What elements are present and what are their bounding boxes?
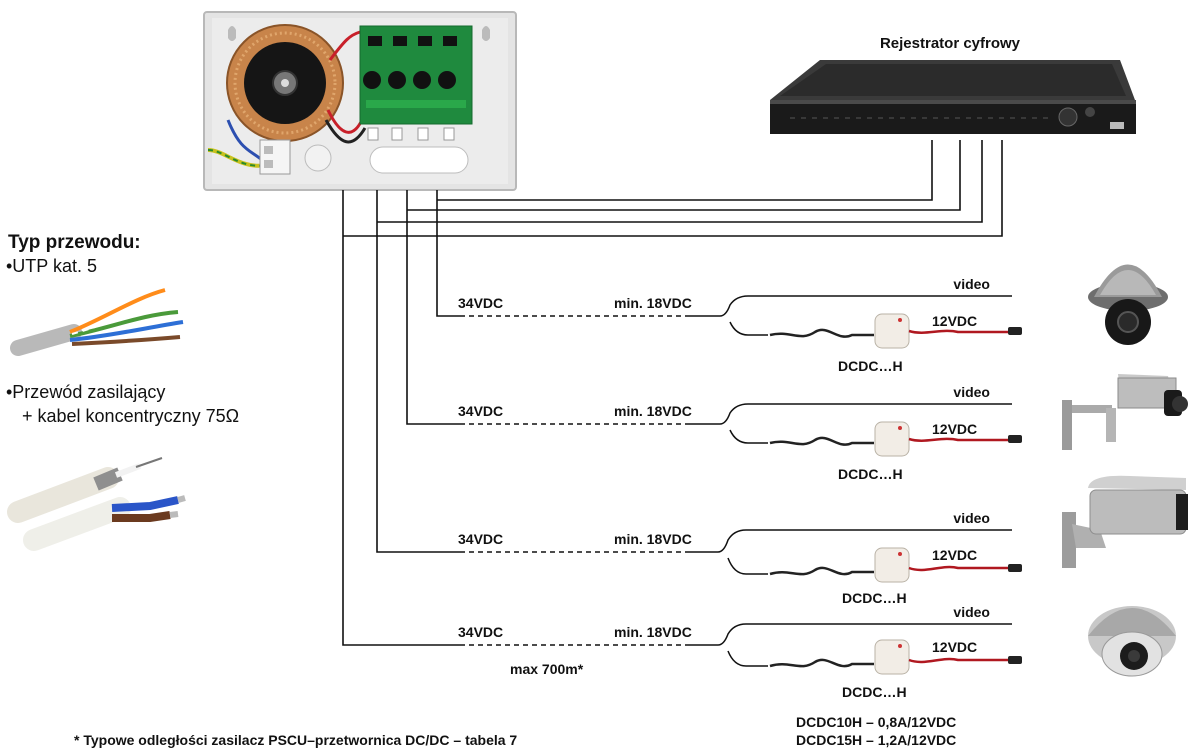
dcdc-converter-icon bbox=[769, 547, 1022, 583]
cable-type-utp: •UTP kat. 5 bbox=[6, 256, 97, 276]
voltage-min-label: min. 18VDC bbox=[614, 403, 692, 419]
channel-4: 34VDC min. 18VDC video 12VDC DCDC…H bbox=[458, 604, 1176, 700]
cable-type-coax: + kabel koncentryczny 75Ω bbox=[22, 406, 239, 426]
video-label: video bbox=[953, 604, 990, 620]
model-dcdc15h: DCDC15H – 1,2A/12VDC bbox=[796, 732, 956, 748]
dome-camera-icon bbox=[1088, 264, 1168, 345]
dcdc-converter-icon bbox=[769, 313, 1022, 349]
cable-heading: Typ przewodu: bbox=[8, 232, 141, 253]
converter-label: DCDC…H bbox=[842, 684, 907, 700]
dcdc-converter-icon bbox=[769, 639, 1022, 675]
pcb-board bbox=[359, 25, 473, 125]
voltage-min-label: min. 18VDC bbox=[614, 295, 692, 311]
voltage-in-label: 34VDC bbox=[458, 624, 503, 640]
converter-label: DCDC…H bbox=[842, 590, 907, 606]
cable-types: Typ przewodu: •UTP kat. 5 •Przewód zasil… bbox=[6, 232, 239, 551]
digital-recorder: Rejestrator cyfrowy bbox=[770, 35, 1136, 134]
video-label: video bbox=[953, 276, 990, 292]
cable-routing bbox=[342, 140, 1003, 646]
distance-label: max 700m* bbox=[510, 661, 584, 677]
voltage-out-label: 12VDC bbox=[932, 639, 977, 655]
channel-1: 34VDC min. 18VDC video 12VDC DCDC…H bbox=[458, 264, 1168, 374]
voltage-in-label: 34VDC bbox=[458, 295, 503, 311]
video-label: video bbox=[953, 510, 990, 526]
channel-3: 34VDC min. 18VDC video 12VDC DCDC…H bbox=[458, 475, 1188, 606]
dcdc-converter-icon bbox=[769, 421, 1022, 457]
voltage-out-label: 12VDC bbox=[932, 313, 977, 329]
converter-label: DCDC…H bbox=[838, 466, 903, 482]
voltage-out-label: 12VDC bbox=[932, 421, 977, 437]
vandal-dome-camera-icon bbox=[1088, 606, 1176, 677]
box-camera-icon bbox=[1062, 374, 1188, 450]
voltage-in-label: 34VDC bbox=[458, 531, 503, 547]
voltage-out-label: 12VDC bbox=[932, 547, 977, 563]
voltage-min-label: min. 18VDC bbox=[614, 624, 692, 640]
recorder-title: Rejestrator cyfrowy bbox=[880, 35, 1021, 52]
voltage-min-label: min. 18VDC bbox=[614, 531, 692, 547]
model-dcdc10h: DCDC10H – 0,8A/12VDC bbox=[796, 714, 956, 730]
footnote: * Typowe odległości zasilacz PSCU–przetw… bbox=[74, 732, 517, 748]
transformer-icon bbox=[226, 24, 344, 142]
video-label: video bbox=[953, 384, 990, 400]
channel-2: 34VDC min. 18VDC video 12VDC DCDC…H bbox=[458, 374, 1188, 482]
converter-label: DCDC…H bbox=[838, 358, 903, 374]
utp-cable-icon bbox=[10, 288, 184, 356]
cable-type-power: •Przewód zasilający bbox=[6, 382, 165, 402]
voltage-in-label: 34VDC bbox=[458, 403, 503, 419]
power-supply-unit bbox=[203, 11, 517, 191]
bullet-camera-icon bbox=[1062, 475, 1188, 568]
coax-power-cable-icon bbox=[7, 457, 186, 551]
